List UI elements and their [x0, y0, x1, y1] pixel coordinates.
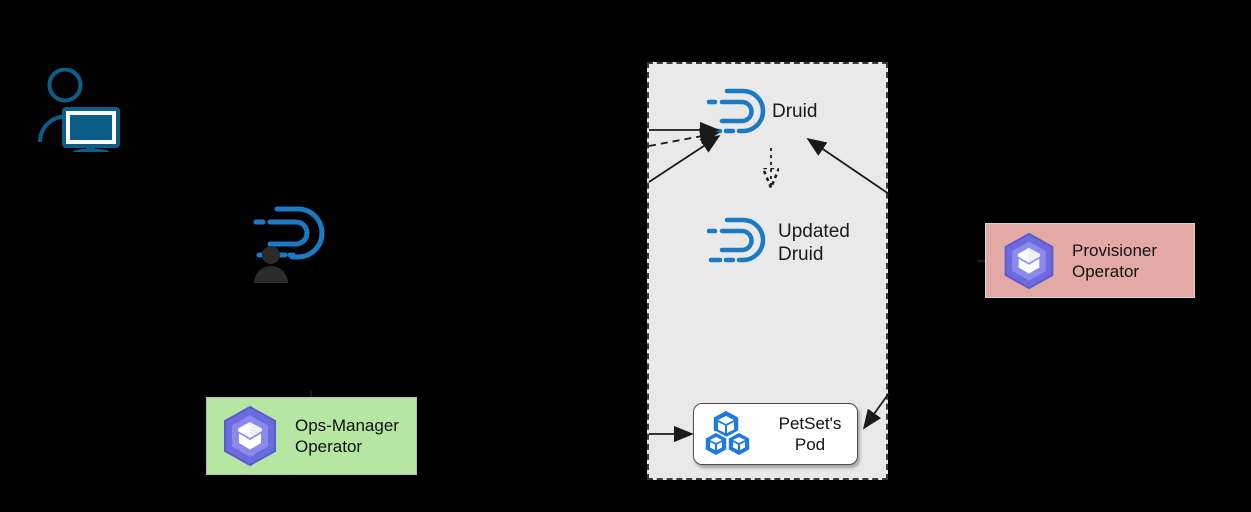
kubernetes-pods-icon — [703, 409, 755, 459]
petset-pod-label: PetSet's Pod — [778, 414, 842, 454]
ops-manager-operator-label: Ops-Manager Operator — [295, 416, 399, 456]
petset-pod-card[interactable]: PetSet's Pod — [693, 403, 858, 465]
operator-cube-icon — [219, 405, 281, 467]
operator-cube-icon — [1000, 232, 1058, 290]
updated-druid-label: Updated Druid — [778, 221, 850, 265]
provisioner-operator-card[interactable]: Provisioner Operator — [985, 223, 1195, 298]
druid-logo-updated-icon — [703, 216, 773, 272]
connector-provisioner-to-druid — [806, 137, 890, 195]
connector-provisioner-to-pod — [862, 392, 890, 430]
connector-to-druid-diagonal — [648, 135, 721, 183]
druid-label: Druid — [772, 101, 818, 122]
ops-manager-operator-card[interactable]: Ops-Manager Operator — [206, 397, 417, 475]
user-computer-icon — [38, 68, 122, 152]
druid-user-icon — [246, 203, 338, 283]
provisioner-operator-label: Provisioner Operator — [1072, 240, 1158, 281]
